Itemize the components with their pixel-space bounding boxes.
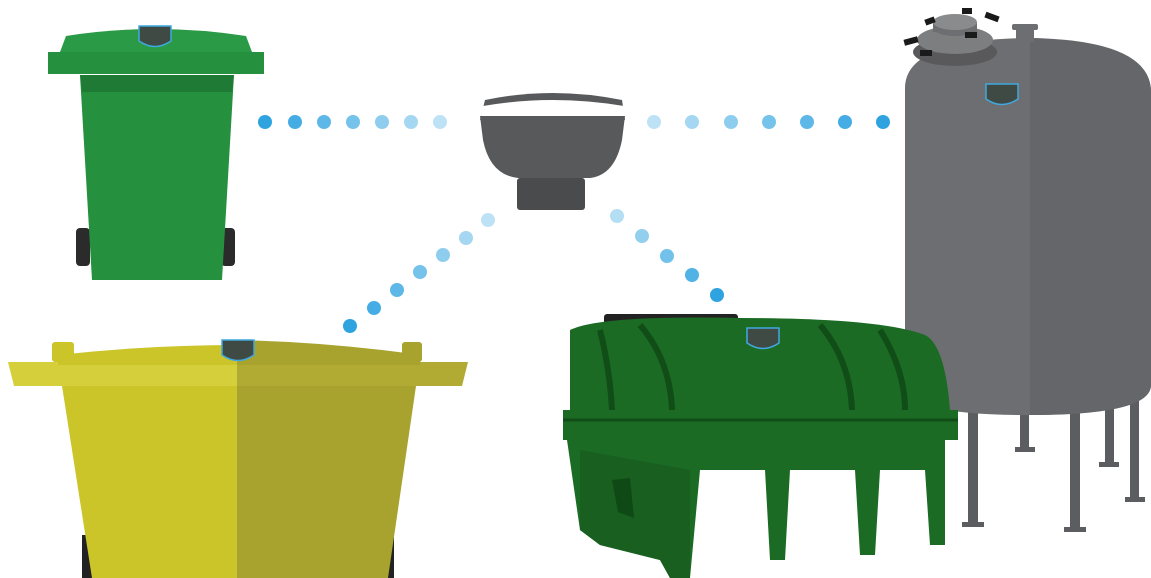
signal-dots-to-oil-tank [610,209,724,302]
signal-dot [685,268,699,282]
green-wheelie-bin-icon [48,29,264,280]
signal-dot [375,115,389,129]
signal-dot [258,115,272,129]
vertical-steel-tank-icon [903,8,1151,532]
signal-dot [481,213,495,227]
fill-level-sensor-icon [746,327,780,350]
signal-dot [685,115,699,129]
signal-dot [404,115,418,129]
fill-level-sensors [138,25,1019,362]
signal-dot [390,283,404,297]
signal-dot [838,115,852,129]
signal-dot [436,248,450,262]
signal-dot [288,115,302,129]
signal-dot [413,265,427,279]
signal-dot [724,115,738,129]
signal-dot [367,301,381,315]
signal-dots-to-steel-tank [647,115,890,129]
signal-dot [710,288,724,302]
signal-dot [635,229,649,243]
yellow-container-bin-icon [8,340,468,578]
signal-dot [660,249,674,263]
signal-dot [647,115,661,129]
signal-dot [346,115,360,129]
signal-dot [762,115,776,129]
signal-dot [610,209,624,223]
horizontal-oil-tank-icon [563,314,958,578]
fill-level-sensor-icon [985,83,1019,106]
fill-level-sensor-icon [138,25,172,48]
signal-dot [317,115,331,129]
signal-dots-to-green-bin [258,115,447,129]
lorawan-gateway-icon [480,93,625,210]
signal-dot [876,115,890,129]
signal-dot [433,115,447,129]
signal-dot [343,319,357,333]
fill-level-sensor-icon [221,339,255,362]
signal-dots-to-yellow-bin [343,213,495,333]
signal-dot [459,231,473,245]
signal-dot [800,115,814,129]
